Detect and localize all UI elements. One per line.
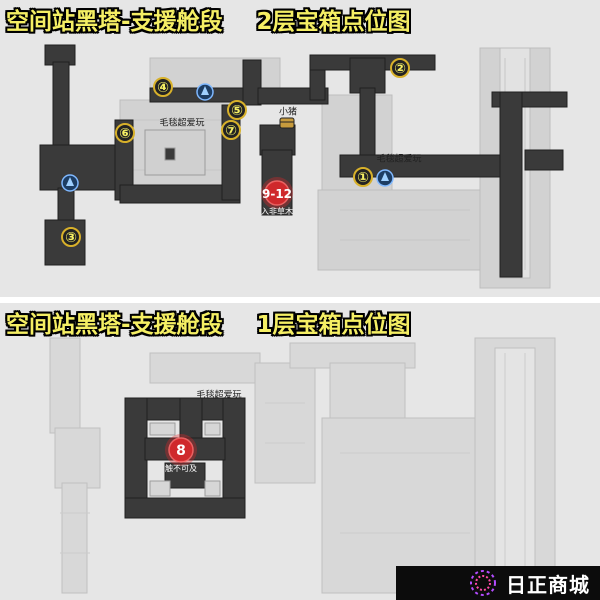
chest-label-xiaozhu: 小猪	[278, 107, 298, 118]
hot-marker-9-12[interactable]: 9-12 入非草木	[261, 177, 293, 216]
chest-marker-5[interactable]: ⑤	[227, 100, 247, 120]
hot-marker-8-caption: 触不可及	[165, 463, 197, 473]
hot-marker-9-12-label: 9-12	[262, 187, 292, 201]
chest-marker-6-label: ⑥	[119, 126, 131, 142]
chest-marker-2[interactable]: ②	[390, 58, 410, 78]
chest-marker-3[interactable]: ③	[61, 227, 81, 247]
floor-2-panel: ② ③ ④ ⑤ ⑥ ⑦ ①	[0, 0, 600, 297]
hot-marker-9-12-caption: 入非草木	[261, 206, 293, 216]
watermark-text: 日正商城	[506, 572, 590, 597]
chest-marker-1-label: ①	[357, 170, 369, 186]
chest-marker-7[interactable]: ⑦	[221, 120, 241, 140]
treasure-chest-icon[interactable]	[279, 117, 295, 129]
hot-marker-8[interactable]: 8 触不可及	[165, 434, 197, 473]
watermark-logo-icon	[470, 570, 496, 596]
floor-1-title: 空间站黑塔-支援舱段 1层宝箱点位图	[6, 305, 411, 339]
shop-label-a: 毛毯超爱玩	[196, 390, 242, 401]
teleport-anchor-icon[interactable]	[376, 169, 394, 187]
floor-2-map: ② ③ ④ ⑤ ⑥ ⑦ ①	[39, 44, 568, 289]
chest-marker-3-label: ③	[65, 230, 77, 246]
floor-1-title-right: 1层宝箱点位图	[256, 312, 411, 338]
hot-marker-8-label: 8	[176, 443, 186, 459]
teleport-anchor-icon[interactable]	[61, 174, 79, 192]
chest-marker-4-label: ④	[157, 80, 169, 96]
panel-divider	[0, 297, 600, 303]
chest-marker-1[interactable]: ①	[353, 167, 373, 187]
watermark: 日正商城	[396, 566, 600, 600]
shop-label-b: 毛毯超爱玩	[376, 154, 422, 165]
floor-2-title: 空间站黑塔-支援舱段 2层宝箱点位图	[6, 2, 411, 36]
chest-marker-2-label: ②	[394, 61, 406, 77]
floor-1-map: 8 触不可及	[49, 337, 556, 594]
shop-label-a: 毛毯超爱玩	[159, 118, 205, 129]
floor-2-title-left: 空间站黑塔-支援舱段	[6, 9, 223, 35]
chest-marker-7-label: ⑦	[225, 123, 237, 139]
floor-2-title-right: 2层宝箱点位图	[256, 9, 411, 35]
chest-marker-5-label: ⑤	[231, 103, 243, 119]
chest-marker-4[interactable]: ④	[153, 77, 173, 97]
floor-1-title-left: 空间站黑塔-支援舱段	[6, 312, 223, 338]
chest-marker-6[interactable]: ⑥	[115, 123, 135, 143]
teleport-anchor-icon[interactable]	[196, 83, 214, 101]
floor-1-panel: 8 触不可及 毛毯超爱玩 空间站黑塔-支援舱段 1层宝箱点位图	[0, 303, 600, 600]
